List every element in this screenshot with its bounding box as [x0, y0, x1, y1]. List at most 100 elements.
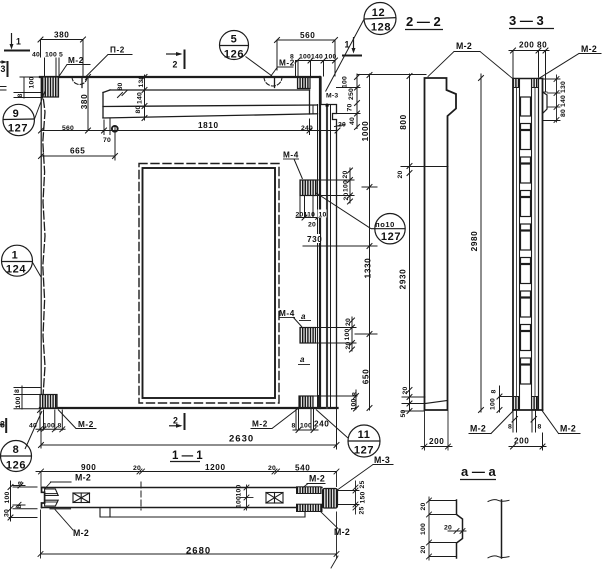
svg-text:1810: 1810 [198, 121, 219, 130]
svg-text:100: 100 [236, 485, 243, 497]
svg-text:8: 8 [538, 424, 542, 431]
svg-text:10: 10 [319, 212, 327, 219]
svg-text:130: 130 [560, 81, 567, 93]
svg-text:20: 20 [402, 387, 409, 395]
svg-text:20: 20 [133, 465, 141, 472]
svg-text:3 — 3: 3 — 3 [509, 13, 544, 28]
svg-text:а — а: а — а [461, 464, 496, 479]
svg-text:8: 8 [508, 424, 512, 431]
svg-text:М-2: М-2 [560, 424, 576, 434]
svg-text:140: 140 [311, 54, 323, 61]
svg-text:8: 8 [352, 392, 359, 396]
svg-text:128: 128 [371, 22, 391, 34]
svg-text:20: 20 [420, 503, 427, 511]
svg-text:30: 30 [4, 509, 11, 517]
svg-text:540: 540 [295, 464, 310, 473]
svg-text:200: 200 [429, 437, 444, 446]
svg-text:М-2: М-2 [78, 420, 94, 429]
svg-text:М-2: М-2 [334, 527, 350, 537]
svg-text:100: 100 [236, 496, 243, 508]
svg-text:100: 100 [344, 329, 351, 341]
svg-text:8: 8 [290, 54, 294, 61]
svg-text:20: 20 [342, 171, 349, 179]
svg-text:8: 8 [14, 389, 21, 393]
svg-text:5: 5 [231, 34, 238, 46]
svg-text:8: 8 [491, 389, 498, 393]
svg-text:100: 100 [342, 76, 349, 88]
svg-text:2630: 2630 [229, 434, 254, 445]
svg-text:а: а [301, 312, 306, 321]
svg-text:126: 126 [6, 460, 26, 472]
svg-text:8: 8 [16, 504, 23, 508]
svg-text:80: 80 [117, 83, 124, 91]
svg-text:8: 8 [18, 481, 25, 485]
svg-text:650: 650 [362, 369, 371, 384]
svg-text:100: 100 [325, 54, 337, 61]
svg-text:3: 3 [0, 420, 5, 430]
svg-text:900: 900 [81, 463, 96, 472]
svg-text:100: 100 [45, 52, 57, 59]
svg-text:665: 665 [70, 147, 85, 156]
svg-text:150: 150 [360, 492, 367, 504]
svg-text:380: 380 [54, 31, 69, 40]
svg-text:240: 240 [314, 420, 329, 429]
svg-text:20: 20 [345, 342, 352, 350]
svg-text:М-3: М-3 [326, 93, 338, 100]
svg-text:800: 800 [399, 114, 408, 129]
svg-text:20: 20 [338, 122, 346, 129]
svg-text:25: 25 [359, 481, 366, 489]
svg-text:40: 40 [29, 423, 37, 430]
svg-text:140: 140 [137, 92, 144, 104]
svg-text:1330: 1330 [364, 258, 373, 279]
svg-text:100: 100 [4, 492, 11, 504]
svg-text:1000: 1000 [361, 121, 370, 142]
svg-text:1 — 1: 1 — 1 [172, 450, 203, 462]
svg-text:240: 240 [301, 125, 313, 132]
svg-text:200: 200 [519, 41, 534, 50]
svg-text:1: 1 [345, 40, 350, 50]
svg-text:2680: 2680 [186, 546, 211, 557]
svg-text:40: 40 [32, 52, 40, 59]
svg-text:по10: по10 [375, 220, 395, 229]
svg-text:2930: 2930 [399, 269, 408, 290]
svg-text:140: 140 [560, 95, 567, 107]
svg-text:730: 730 [307, 235, 322, 244]
svg-text:250: 250 [348, 88, 355, 100]
svg-text:М-2: М-2 [73, 528, 89, 538]
svg-text:100: 100 [420, 523, 427, 535]
svg-text:8: 8 [58, 423, 62, 430]
svg-text:100: 100 [43, 423, 55, 430]
svg-text:50: 50 [400, 410, 407, 418]
svg-text:2 — 2: 2 — 2 [406, 14, 441, 29]
svg-text:М-2: М-2 [470, 424, 486, 434]
svg-text:20: 20 [444, 525, 452, 532]
svg-text:П-2: П-2 [110, 46, 125, 55]
svg-text:М-2: М-2 [252, 420, 268, 429]
svg-text:130: 130 [138, 76, 145, 88]
svg-text:100: 100 [490, 398, 497, 410]
svg-text:100: 100 [15, 397, 22, 409]
svg-text:М-4: М-4 [279, 309, 295, 318]
svg-text:М-2: М-2 [309, 474, 325, 484]
svg-text:9: 9 [13, 108, 20, 120]
svg-text:М-2: М-2 [68, 56, 84, 65]
svg-text:200: 200 [514, 437, 529, 446]
svg-text:5: 5 [59, 52, 63, 59]
svg-text:М-3: М-3 [374, 455, 390, 465]
svg-text:70: 70 [347, 104, 354, 112]
svg-text:М-4: М-4 [283, 151, 299, 160]
svg-text:100: 100 [29, 77, 36, 89]
svg-text:1: 1 [16, 37, 21, 47]
svg-text:8: 8 [17, 93, 24, 97]
svg-text:124: 124 [6, 264, 26, 276]
svg-text:40: 40 [349, 117, 356, 125]
svg-text:25: 25 [359, 507, 366, 515]
svg-text:560: 560 [62, 125, 74, 132]
svg-text:М-2: М-2 [581, 44, 597, 54]
svg-text:100: 100 [351, 399, 358, 411]
svg-text:70: 70 [103, 137, 111, 144]
svg-text:20: 20 [308, 222, 316, 229]
svg-text:20: 20 [296, 212, 304, 219]
svg-text:2980: 2980 [470, 231, 479, 252]
svg-text:М-2: М-2 [75, 473, 91, 483]
